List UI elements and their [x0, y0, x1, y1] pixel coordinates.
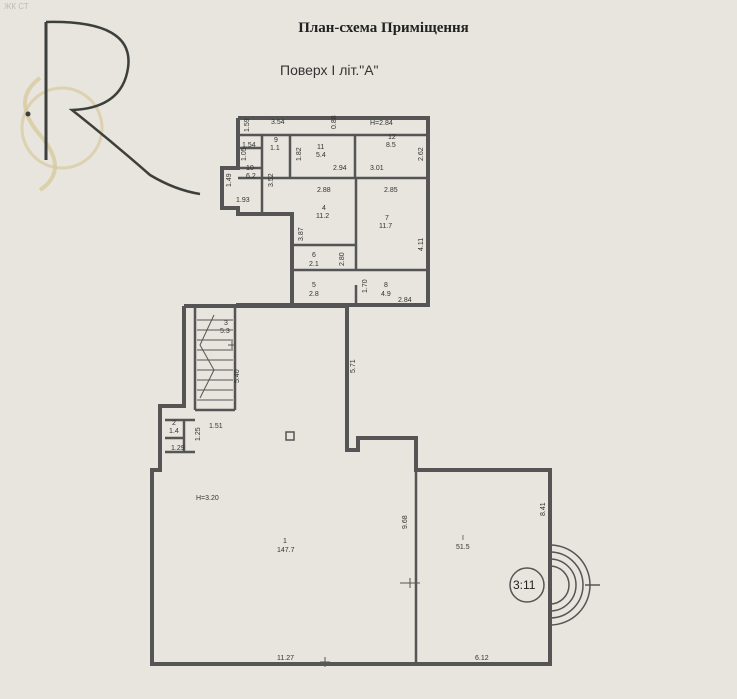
height-note-main: H=3.20 — [196, 495, 219, 502]
room-6-area: 2.1 — [309, 261, 319, 268]
dim-label: 3.01 — [370, 165, 384, 172]
dim-label: 0.88 — [331, 115, 338, 129]
room-i-area: 51.5 — [456, 544, 470, 551]
room-12-num: 12 — [388, 134, 396, 141]
room-1-area: 147.7 — [277, 547, 295, 554]
height-note-upper: H=2.84 — [370, 120, 393, 127]
room-8-area: 4.9 — [381, 291, 391, 298]
room-10-area: 6.2 — [246, 173, 256, 180]
dim-label: 1.25 — [195, 427, 202, 441]
sr-logo — [20, 20, 201, 196]
dim-label: 2.84 — [398, 297, 412, 304]
dim-label: 11.27 — [277, 655, 294, 662]
room-7-num: 7 — [385, 215, 389, 222]
dim-label: 2.85 — [384, 187, 398, 194]
room-8-num: 8 — [384, 282, 388, 289]
dim-label: 1.29 — [171, 445, 185, 452]
dimension-labels: 1.59 3.54 0.88 1.54 1.05 1.49 1.93 3.52 … — [171, 115, 547, 662]
dim-label: 2.62 — [418, 147, 425, 161]
room-9-area: 1.1 — [270, 145, 280, 152]
room-11-area: 5.4 — [316, 152, 326, 159]
room-4-num: 4 — [322, 205, 326, 212]
dim-label: 1.54 — [242, 142, 256, 149]
room-9-num: 9 — [274, 137, 278, 144]
dim-label: 1.70 — [362, 279, 369, 293]
walls — [150, 116, 552, 666]
dim-label: 6.12 — [475, 655, 489, 662]
room-5-num: 5 — [312, 282, 316, 289]
room-labels: 1 147.7 I 51.5 2 1.4 3 5.3 4 11.2 5 2.8 … — [169, 134, 470, 554]
room-6-num: 6 — [312, 252, 316, 259]
dim-label: 5.71 — [350, 359, 357, 373]
interior-walls — [165, 133, 428, 664]
dim-label: 3.54 — [271, 119, 285, 126]
cross-marks — [228, 341, 420, 667]
staircase — [197, 314, 233, 401]
stairs-label: 3:11 — [513, 578, 536, 592]
dim-label: 4.11 — [418, 238, 425, 251]
room-7-area: 11.7 — [379, 223, 392, 230]
room-4-area: 11.2 — [316, 213, 329, 220]
plan-title: План-схема Приміщення — [298, 20, 469, 36]
dim-label: 1.82 — [296, 147, 303, 161]
dim-label: 3.52 — [268, 173, 275, 187]
floor-subtitle: Поверх І літ."А" — [280, 62, 379, 78]
room-12-area: 8.5 — [386, 142, 396, 149]
dim-label: 1.59 — [244, 118, 251, 132]
watermark: ЖК СТ — [4, 2, 29, 11]
room-10-num: 10 — [246, 165, 254, 172]
dim-label: 2.80 — [339, 252, 346, 266]
room-i-num: I — [462, 535, 464, 542]
dim-label: 1.51 — [209, 423, 223, 430]
entrance-steps — [509, 544, 600, 626]
room-3-area: 5.3 — [220, 328, 230, 335]
dim-label: 1.93 — [236, 197, 250, 204]
room-5-area: 2.8 — [309, 291, 319, 298]
room-2-area: 1.4 — [169, 428, 179, 435]
room-11-num: 11 — [317, 144, 324, 151]
room-2-num: 2 — [172, 420, 176, 427]
dim-label: 3.87 — [298, 227, 305, 241]
dim-label: 2.94 — [333, 165, 347, 172]
dim-label: 8.41 — [540, 502, 547, 516]
column-marker — [285, 431, 295, 441]
room-3-num: 3 — [224, 320, 228, 327]
dim-label: 9.68 — [402, 515, 409, 529]
dim-label: 1.49 — [226, 173, 233, 187]
room-1-num: 1 — [283, 538, 287, 545]
dim-label: 1.05 — [241, 147, 248, 161]
dim-label: 2.88 — [317, 187, 331, 194]
dim-label: 5.40 — [234, 369, 241, 383]
